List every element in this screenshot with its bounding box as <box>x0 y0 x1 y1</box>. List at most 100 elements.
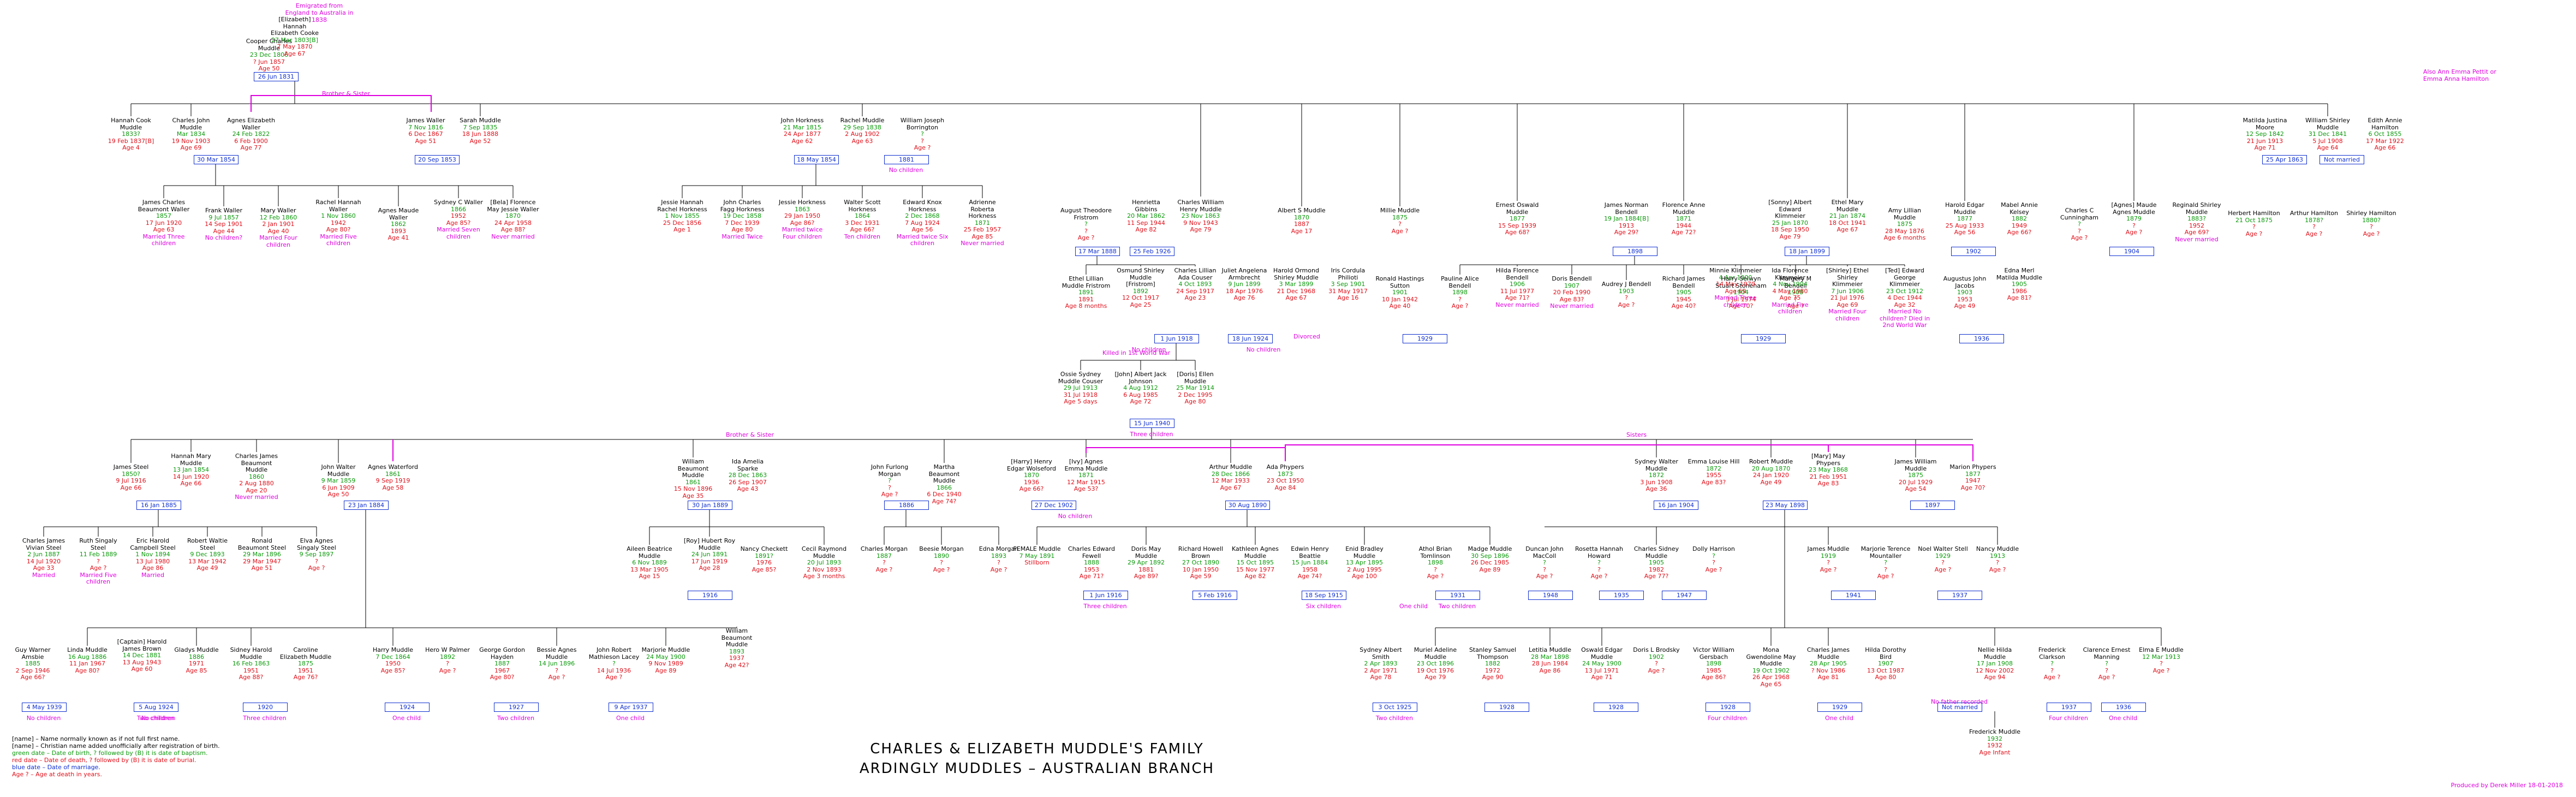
birth-date: 28 Dec 1863 <box>728 472 767 479</box>
age-at-death: Age 66? <box>1019 485 1044 492</box>
birth-date: 13 Apr 1895 <box>1345 559 1383 566</box>
family-note: No children <box>1131 346 1166 353</box>
death-date: 1951 <box>243 667 259 674</box>
birth-date: 1877 <box>1510 215 1525 222</box>
birth-date: 12 Sep 1842 <box>2246 130 2284 138</box>
person-name: Harold Edgar Muddle <box>1945 201 1984 216</box>
birth-date: 12 Mar 1913 <box>2142 653 2180 661</box>
person-name: Harold Ormond Shirley Muddle <box>1273 267 1319 281</box>
death-date: 25 Aug 1933 <box>1945 222 1984 229</box>
age-at-death: Age 40? <box>1671 302 1696 310</box>
person-name: Frank Waller <box>205 207 242 214</box>
person-name: Edna Merl Matilda Muddle <box>1996 267 2043 281</box>
marriage-date-box: 18 Jun 1924 <box>1228 334 1273 343</box>
person-name: John Walter Muddle <box>321 463 356 478</box>
age-at-death: Age 51 <box>415 137 437 145</box>
person-name: Sydney Albert Smith <box>1359 646 1402 661</box>
birth-date: 1929 <box>1935 552 1951 560</box>
person-name: [Shirley] Ethel Shirley Klimmeier <box>1826 267 1869 288</box>
birth-date: ? <box>612 660 616 667</box>
death-date: 1932 <box>1987 742 2002 749</box>
marriage-date-box: 1937 <box>1937 591 1982 600</box>
age-at-death: Age 100 <box>1352 573 1377 580</box>
age-at-death: Age 50 <box>258 65 280 72</box>
person-name: Albert S Muddle <box>1278 207 1326 214</box>
age-at-death: Age 60 <box>131 665 153 673</box>
death-date: 21 Feb 1951 <box>1809 473 1847 480</box>
birth-date: 1886 <box>189 653 204 661</box>
age-at-death: Age 75 <box>1779 294 1801 301</box>
age-at-death: Age 88? <box>238 674 264 681</box>
death-date: ? <box>882 559 886 566</box>
person-name: Ernest Oswald Muddle <box>1495 201 1539 216</box>
age-at-death: Age 62 <box>791 137 813 145</box>
death-date: ? <box>1884 566 1887 573</box>
person-name: Osmund Shirley Muddle [Fristrom] <box>1117 267 1165 288</box>
birth-date: 25 Jan 1870 <box>1772 219 1808 227</box>
marriage-date-box: 1931 <box>1435 591 1480 600</box>
birth-date: 1887 <box>494 660 510 667</box>
age-at-death: Age ? <box>875 566 893 573</box>
death-date: 2 Apr 1971 <box>1364 667 1398 674</box>
age-at-death: Age 71 <box>1591 674 1613 681</box>
birth-date: 23 Dec 1806 <box>249 51 289 58</box>
death-date: ? <box>1712 559 1715 566</box>
age-at-death: Age 51 <box>251 564 273 572</box>
person-name: John Furlong Morgan <box>870 463 909 478</box>
age-at-death: Age ? <box>933 566 950 573</box>
family-note: Three children <box>243 715 287 722</box>
age-at-death: Age 43 <box>737 485 759 492</box>
age-at-death: Age 81 <box>1817 674 1839 681</box>
marriage-date-box: 26 Jun 1831 <box>254 72 299 81</box>
birth-date: 20 Mar 1862 <box>1127 212 1165 219</box>
age-at-death: Age 78 <box>1370 674 1392 681</box>
birth-date: Mar 1834 <box>176 130 206 138</box>
birth-date: ? <box>2050 660 2054 667</box>
death-date: 19 Oct 1976 <box>1416 667 1454 674</box>
death-date: 1952 <box>2189 222 2204 229</box>
death-date: 17 Jun 1919 <box>691 557 728 565</box>
person-name: John Charles Fagg Horkness <box>720 199 765 213</box>
marriage-date-box: 4 May 1939 <box>22 703 67 712</box>
person-note: Married Four children <box>259 234 297 248</box>
family-note: Two children <box>1375 715 1414 722</box>
birth-date: 1892 <box>440 653 455 661</box>
person-name: Oswald Edgar Muddle <box>1581 646 1623 661</box>
marriage-date-box: 18 May 1854 <box>794 155 839 164</box>
person-name: Audrey J Bendell <box>1601 281 1651 288</box>
person-name: Marion Phypers <box>1949 463 1996 471</box>
death-date: 24 Jan 1920 <box>1753 472 1789 479</box>
marriage-date-box: 18 Sep 1915 <box>1302 591 1346 600</box>
person-name: Ronald Beaumont Steel <box>237 537 287 551</box>
death-date: 28 Jun 1984 <box>1531 660 1569 667</box>
birth-date: 1902 <box>1649 653 1664 661</box>
death-date: ? <box>2252 223 2256 230</box>
marriage-date-box: 1898 <box>1613 247 1657 256</box>
death-date: ? <box>2132 222 2136 229</box>
person-name: Madge Muddle <box>1468 545 1512 552</box>
person-august: August Theodore Fristrom??Age ? <box>1060 207 1112 242</box>
marriage-date-box: 5 Aug 1924 <box>134 703 178 712</box>
birth-date: 1864 <box>855 212 870 219</box>
age-at-death: Age 71? <box>1505 294 1530 301</box>
marriage-date-box: 3 Oct 1925 <box>1373 703 1417 712</box>
birth-date: 1882 <box>1485 660 1500 667</box>
age-at-death: Age 86? <box>790 219 815 227</box>
